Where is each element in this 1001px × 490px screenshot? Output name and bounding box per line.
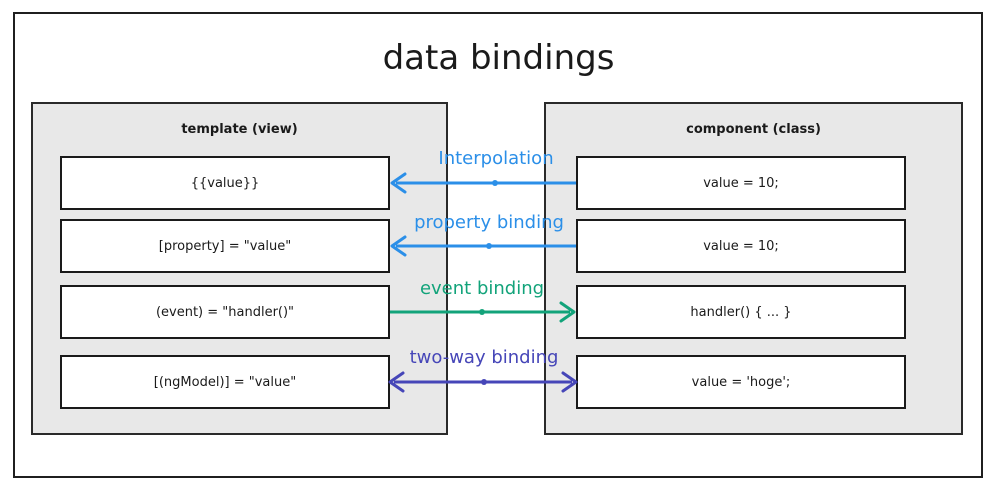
- property-binding-arrow-midpoint: [486, 243, 492, 249]
- template-row-property: [property] = "value": [60, 219, 390, 273]
- component-row-interpolation: value = 10;: [576, 156, 906, 210]
- component-row-event: handler() { ... }: [576, 285, 906, 339]
- component-panel-title: component (class): [686, 122, 821, 137]
- event-binding-label: event binding: [419, 278, 545, 299]
- two-way-binding-arrow-midpoint: [481, 379, 487, 385]
- component-row-property: value = 10;: [576, 219, 906, 273]
- interpolation-arrow: [390, 172, 576, 194]
- template-panel-title: template (view): [181, 122, 298, 137]
- interpolation-arrow-midpoint: [492, 180, 498, 186]
- property-binding-arrow: [390, 235, 576, 257]
- template-row-event: (event) = "handler()": [60, 285, 390, 339]
- interpolation-label: Interpolation: [438, 148, 554, 169]
- property-binding-label: property binding: [414, 212, 564, 233]
- event-binding-arrow-midpoint: [479, 309, 485, 315]
- template-row-interpolation: {{value}}: [60, 156, 390, 210]
- diagram-title: data bindings: [382, 38, 615, 78]
- template-row-two-way: [(ngModel)] = "value": [60, 355, 390, 409]
- component-row-two-way: value = 'hoge';: [576, 355, 906, 409]
- two-way-binding-label: two-way binding: [409, 347, 559, 368]
